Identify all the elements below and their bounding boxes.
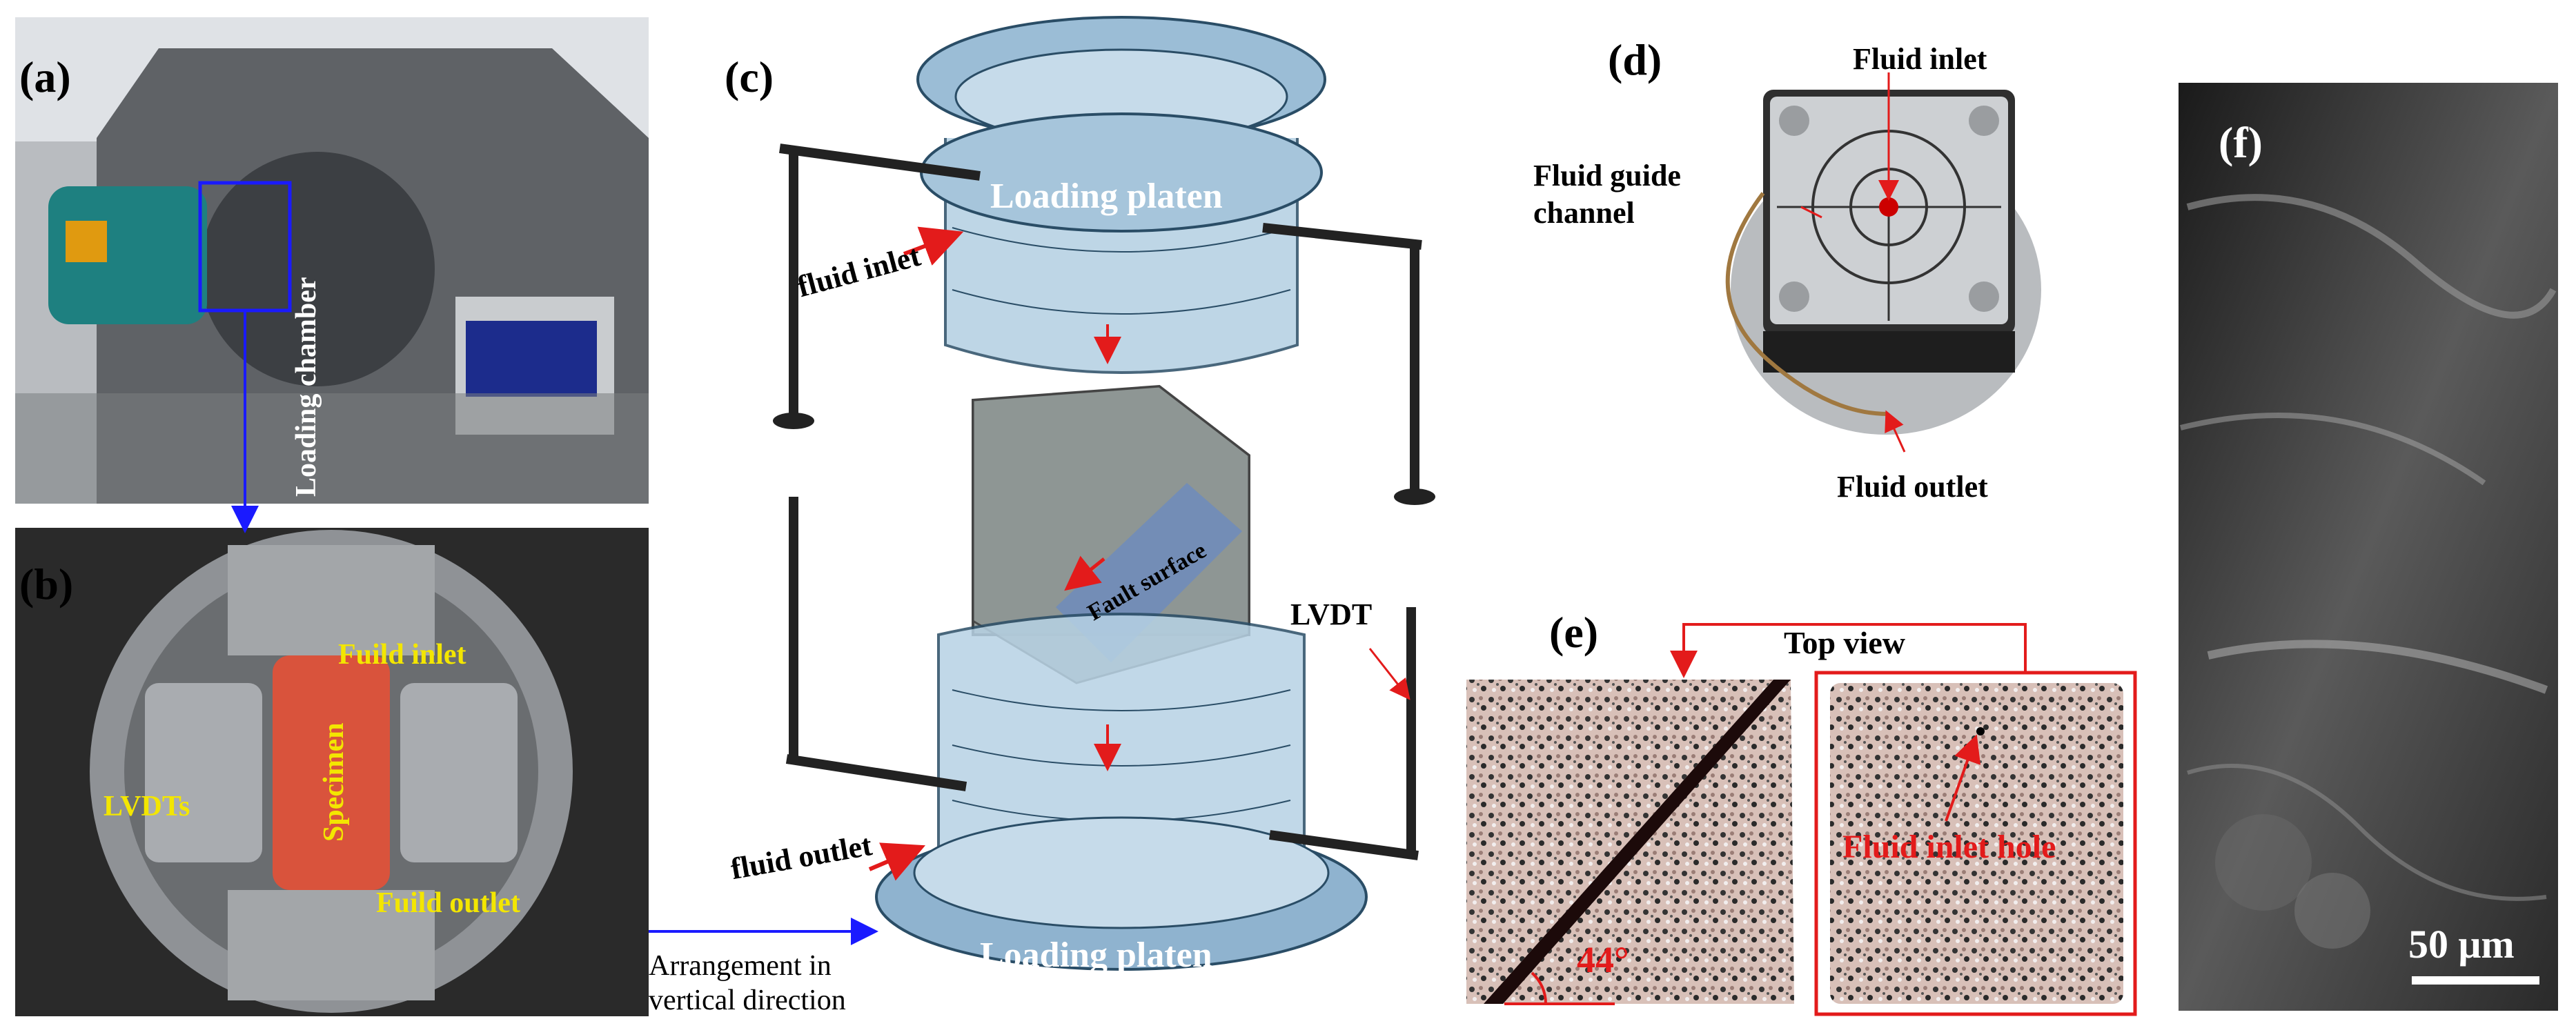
panel-b-label: (b) bbox=[19, 560, 74, 609]
scale-bar-label: 50 μm bbox=[2408, 922, 2515, 967]
angle-label: 44° bbox=[1577, 939, 1629, 980]
panel-f-sem bbox=[2179, 83, 2558, 1011]
loading-platen-top-label: Loading platen bbox=[990, 177, 1223, 216]
arrangement-line2: vertical direction bbox=[649, 985, 846, 1016]
fuild-inlet-label: Fuild inlet bbox=[338, 639, 466, 671]
guide-line2: channel bbox=[1533, 196, 1635, 230]
fuild-outlet-label: Fuild outlet bbox=[376, 887, 520, 919]
lvdts-label: LVDTs bbox=[104, 791, 190, 822]
panel-c-label: (c) bbox=[725, 52, 774, 101]
loading-platen-bottom-label: Loading platen bbox=[980, 936, 1212, 975]
fluid-inlet-label-d: Fluid inlet bbox=[1853, 42, 1987, 76]
arrangement-caption: Arrangement in vertical direction bbox=[649, 949, 846, 1018]
panel-e-label: (e) bbox=[1549, 608, 1599, 657]
guide-line1: Fluid guide bbox=[1533, 159, 1681, 192]
panel-b-photo bbox=[15, 528, 680, 1016]
panel-d-photo bbox=[1725, 72, 2041, 453]
specimen-label: Specimen bbox=[318, 722, 350, 842]
panel-d-label: (d) bbox=[1608, 35, 1662, 84]
panel-c-schematic bbox=[773, 16, 1435, 971]
panel-a-photo bbox=[15, 17, 649, 504]
lvdt-label: LVDT bbox=[1290, 597, 1373, 631]
fluid-outlet-label-d: Fluid outlet bbox=[1837, 470, 1988, 504]
top-view-label: Top view bbox=[1784, 625, 1905, 660]
panel-f-label: (f) bbox=[2219, 118, 2263, 167]
loading-chamber-label: Loading chamber bbox=[291, 277, 322, 497]
panel-a-label: (a) bbox=[19, 52, 71, 101]
arrangement-line1: Arrangement in bbox=[649, 950, 832, 982]
fluid-guide-channel-label: Fluid guide channel bbox=[1533, 157, 1681, 232]
fluid-inlet-hole-label: Fluid inlet hole bbox=[1842, 829, 2056, 865]
panel-e-photos bbox=[1466, 623, 2137, 1016]
